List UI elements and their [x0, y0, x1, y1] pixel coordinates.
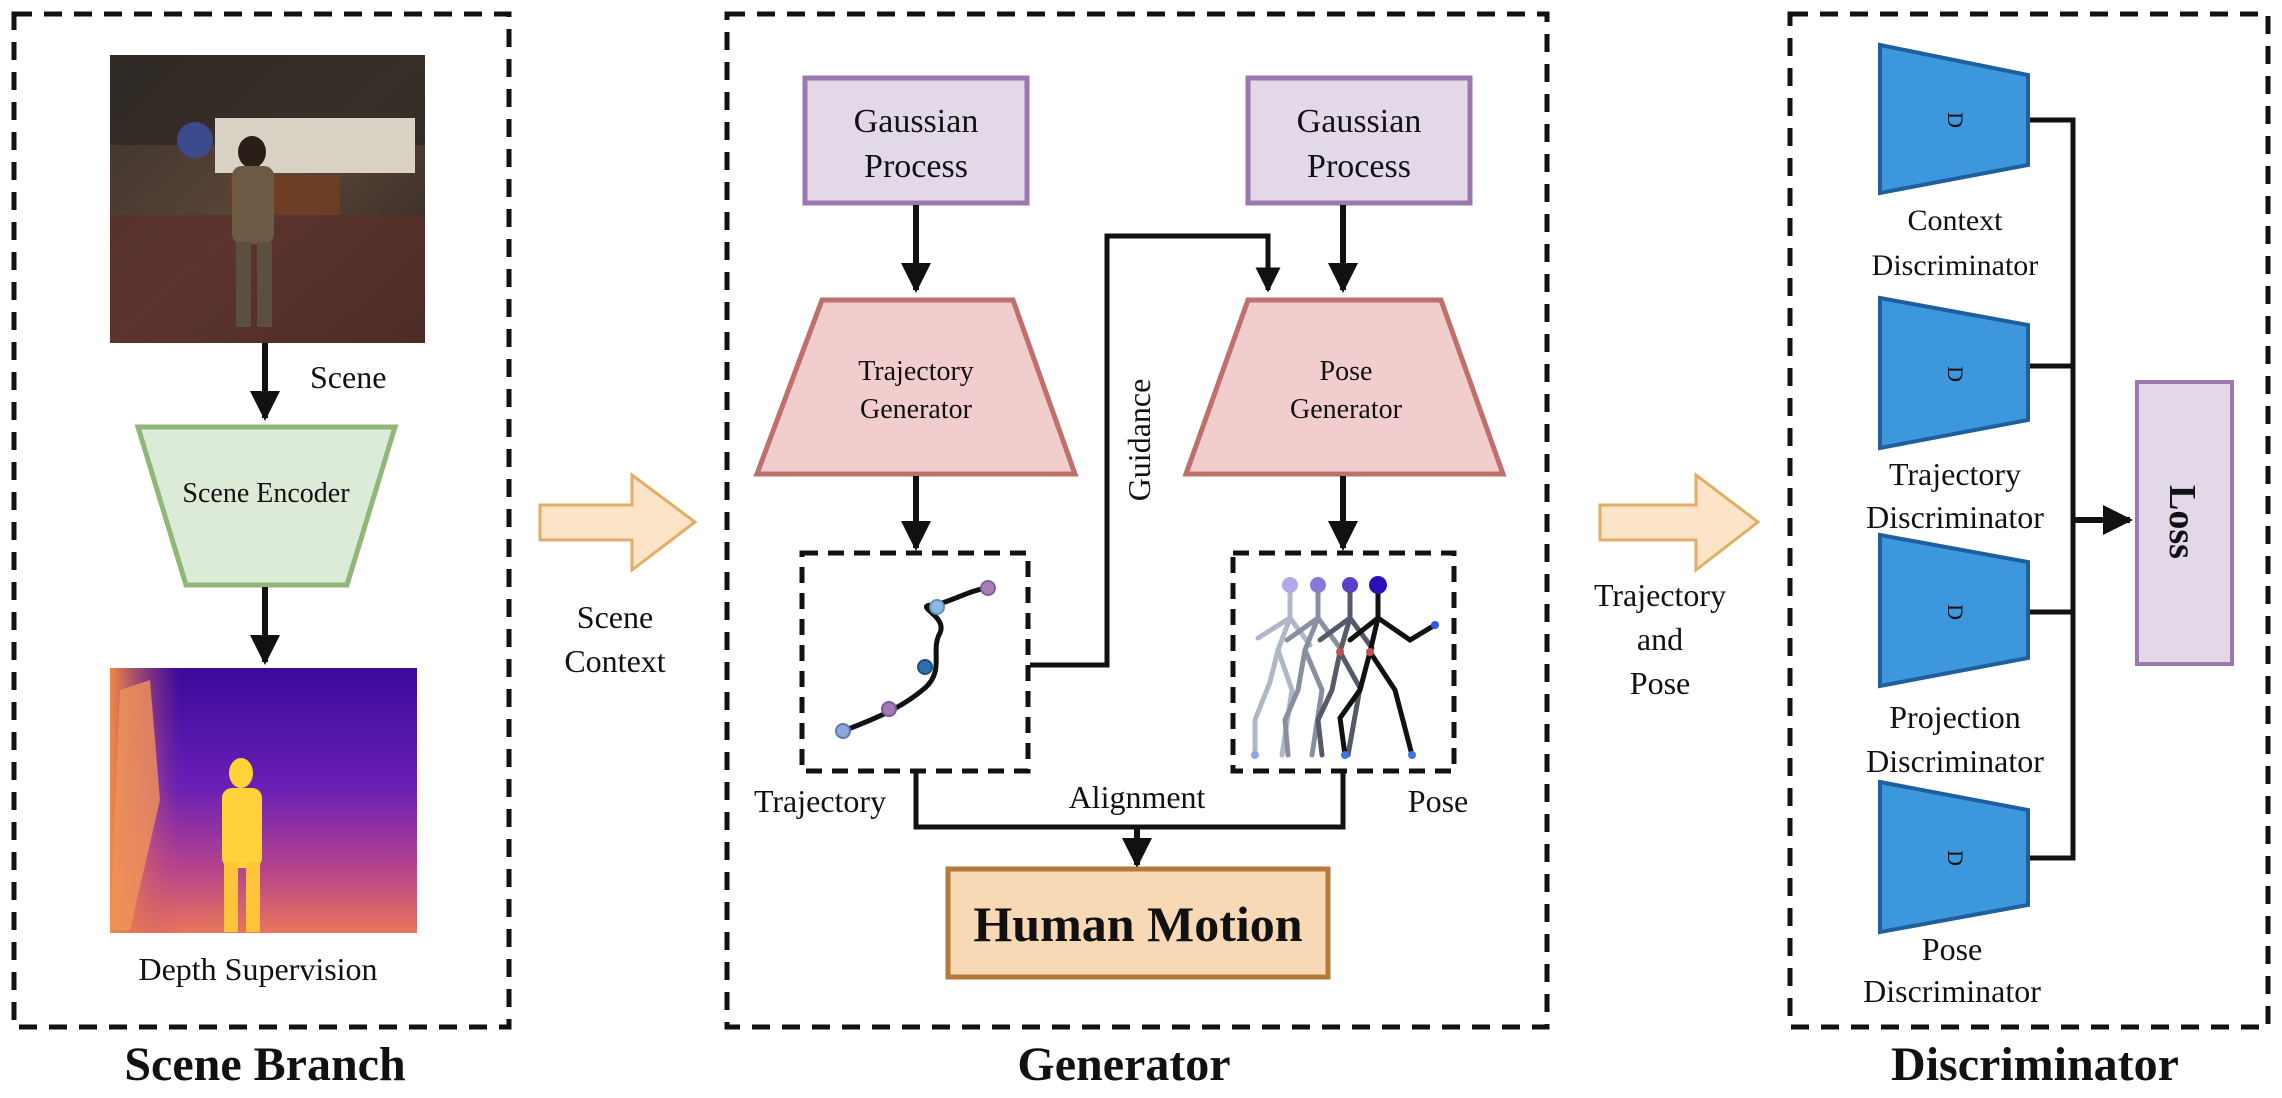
gaussian-process-right-line1: Gaussian	[1297, 103, 1422, 140]
depth-supervision-label: Depth Supervision	[138, 951, 377, 987]
scene-label: Scene	[310, 359, 386, 395]
trajectory-generator-block	[753, 297, 1079, 477]
guidance-label: Guidance	[1121, 379, 1157, 502]
trajectory-point-3	[917, 659, 933, 675]
pose-generator-line2: Generator	[1290, 394, 1403, 425]
discriminator-bus	[2030, 117, 2076, 861]
alignment-label: Alignment	[1069, 779, 1206, 815]
gaussian-process-left	[802, 75, 1030, 206]
pose-generator-line1: Pose	[1320, 356, 1373, 387]
projection-discriminator-line2: Discriminator	[1866, 743, 2044, 779]
loss-block	[2135, 380, 2234, 666]
context-discriminator-line1: Context	[1908, 204, 2004, 237]
guidance-arrow	[1030, 233, 1281, 668]
generator-panel: Gaussian Process Gaussian Process Trajec…	[724, 11, 1550, 1030]
gaussian-process-right-line2: Process	[1307, 148, 1411, 185]
pose-label: Pose	[1408, 783, 1468, 819]
traj-pose-label-1: Trajectory	[1594, 577, 1726, 613]
pose-generator-block	[1182, 297, 1507, 477]
trajectory-point-2	[881, 701, 897, 717]
depth-image	[110, 668, 417, 933]
trajectory-point-5	[980, 580, 996, 596]
pose-discriminator-line2: Discriminator	[1863, 973, 2041, 1009]
scene-image	[110, 55, 425, 343]
context-d-symbol: D	[1943, 112, 1968, 128]
trajectory-point-4	[929, 599, 945, 615]
human-motion-label: Human Motion	[973, 896, 1302, 952]
scene-branch-title: Scene Branch	[124, 1038, 405, 1091]
gaussian-process-left-line1: Gaussian	[854, 103, 979, 140]
trajectory-curve	[842, 585, 989, 734]
context-discriminator-line2: Discriminator	[1872, 249, 2039, 282]
scene-context-label-2: Context	[564, 643, 665, 679]
trajectory-label: Trajectory	[754, 783, 886, 819]
scene-branch-border	[11, 11, 512, 1030]
scene-branch-panel: Scene Scene Encoder Depth Supervision	[11, 11, 512, 1030]
pose-d-symbol: D	[1943, 850, 1968, 866]
projection-d-symbol: D	[1943, 604, 1968, 620]
context-discriminator-block	[1878, 42, 2030, 196]
trajectory-generator-line1: Trajectory	[858, 356, 974, 387]
generator-title: Generator	[1017, 1038, 1230, 1091]
trajectory-discriminator-line1: Trajectory	[1889, 456, 2021, 492]
scene-encoder-block	[134, 424, 399, 588]
trajectory-discriminator-line2: Discriminator	[1866, 499, 2044, 535]
traj-pose-label-3: Pose	[1630, 665, 1690, 701]
trajectory-and-pose-arrow	[1598, 471, 1761, 574]
scene-context-arrow	[538, 472, 698, 574]
trajectory-d-symbol: D	[1943, 366, 1968, 382]
pose-skeleton-sequence	[1251, 576, 1439, 759]
traj-pose-label-2: and	[1637, 621, 1683, 657]
gaussian-process-left-line2: Process	[864, 148, 968, 185]
generator-border	[724, 11, 1550, 1030]
trajectory-point-1	[835, 723, 851, 739]
discriminator-title: Discriminator	[1891, 1038, 2179, 1091]
pose-discriminator-block	[1878, 779, 2030, 935]
alignment-connector	[913, 773, 1346, 830]
trajectory-discriminator-block	[1878, 295, 2030, 451]
loss-label: Loss	[2161, 485, 2203, 559]
discriminator-border	[1787, 11, 2271, 1030]
projection-discriminator-line1: Projection	[1889, 699, 2021, 735]
human-motion-block	[945, 866, 1331, 980]
discriminator-panel: D Context Discriminator D Trajectory Dis…	[1787, 11, 2271, 1030]
trajectory-generator-line2: Generator	[860, 394, 973, 425]
projection-discriminator-block	[1878, 532, 2030, 689]
pose-discriminator-line1: Pose	[1922, 931, 1982, 967]
scene-context-label-1: Scene	[577, 599, 653, 635]
scene-encoder-label: Scene Encoder	[182, 478, 350, 509]
gaussian-process-right	[1245, 75, 1473, 206]
